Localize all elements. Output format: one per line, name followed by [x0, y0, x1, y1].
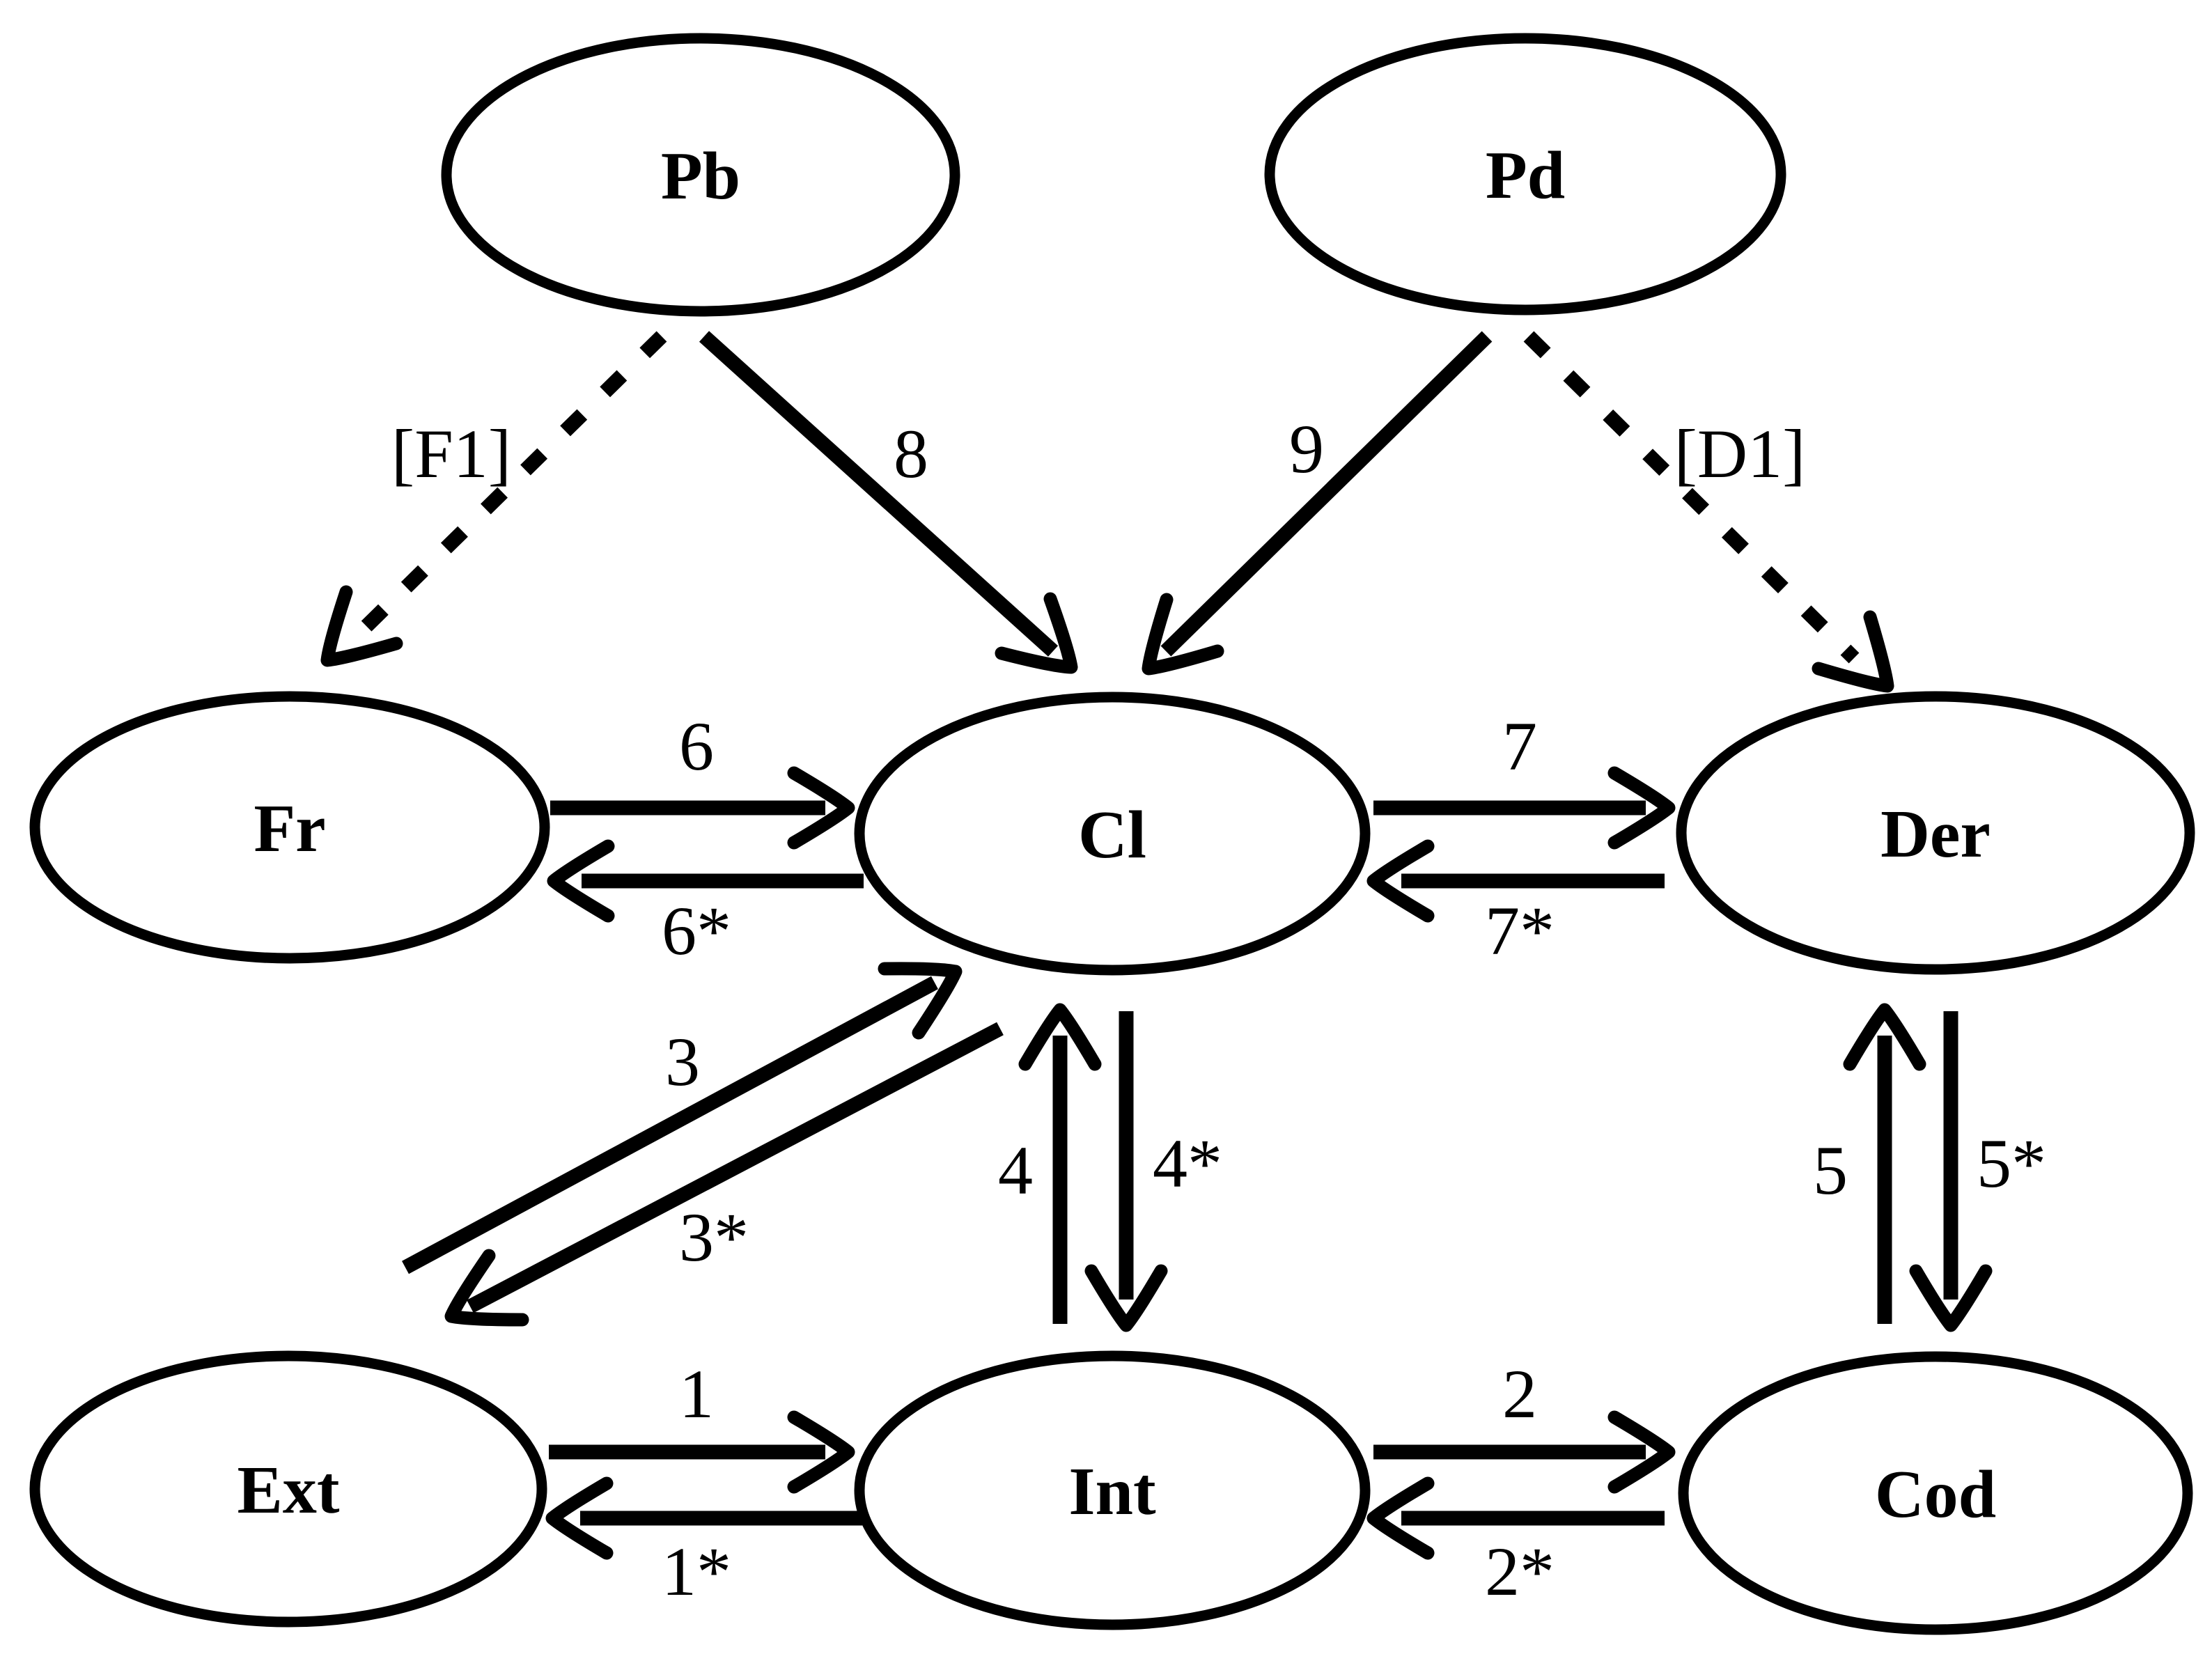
edge-label-2-star: 2* [1485, 1533, 1555, 1610]
edge-pd-der-line [1523, 331, 1860, 664]
node-pd: Pd [1264, 33, 1786, 315]
edge-label-d1: [D1] [1674, 415, 1806, 492]
edge-fr-cl-arrowhead-icon [787, 766, 855, 850]
node-ext-label: Ext [237, 1453, 340, 1528]
node-cl-ellipse [854, 692, 1371, 976]
node-cod-label: Cod [1875, 1457, 1996, 1532]
edge-pb-fr-line [352, 331, 667, 640]
edge-ext-cl-arrowhead-icon [878, 962, 963, 1040]
edge-cl-fr-arrowhead-icon [547, 839, 615, 923]
node-pd-ellipse [1264, 33, 1786, 315]
edge-label-1-star: 1* [662, 1533, 731, 1610]
node-pb-label: Pb [661, 139, 740, 214]
node-cod: Cod [1678, 1351, 2193, 1635]
node-ext: Ext [29, 1350, 547, 1628]
node-cod-ellipse [1678, 1351, 2193, 1635]
edge-der-cl: 7* [1366, 839, 1665, 969]
edge-ext-cl-line [402, 976, 938, 1274]
edge-ext-cl: 3 [402, 962, 963, 1274]
edge-cod-der-arrowhead-icon [1843, 1003, 1926, 1071]
node-pd-label: Pd [1486, 138, 1565, 213]
edge-pb-cl-arrowhead-icon [995, 592, 1078, 674]
edge-int-cl-arrowhead-icon [1018, 1003, 1102, 1071]
edge-ext-int-arrowhead-icon [787, 1410, 855, 1494]
edge-label-4-star: 4* [1153, 1125, 1222, 1202]
edge-pd-der-arrowhead-icon [1812, 610, 1894, 693]
edge-cl-fr: 6* [547, 839, 864, 969]
node-fr-ellipse [29, 691, 550, 964]
edge-label-6-star: 6* [662, 892, 731, 969]
node-pb: Pb [441, 33, 960, 317]
edge-cl-int: 4* [1084, 1011, 1222, 1332]
edge-pd-der: [D1] [1523, 331, 1894, 693]
edge-cl-ext: 3* [444, 1022, 1004, 1327]
node-int: Int [854, 1350, 1371, 1630]
edge-label-f1: [F1] [391, 415, 511, 492]
node-fr-label: Fr [254, 791, 325, 866]
edge-cl-ext-line [467, 1022, 1004, 1313]
edge-pd-cl: 9 [1142, 331, 1493, 676]
edge-der-cl-arrowhead-icon [1366, 839, 1435, 923]
edge-int-ext: 1* [545, 1476, 862, 1610]
edge-cl-der: 7 [1373, 708, 1676, 850]
edge-label-1: 1 [679, 1355, 714, 1433]
edge-int-cod-arrowhead-icon [1607, 1410, 1676, 1494]
edge-label-3-star: 3* [679, 1199, 749, 1276]
node-ext-ellipse [29, 1350, 547, 1628]
edge-label-2: 2 [1502, 1355, 1537, 1433]
edge-der-cod: 5* [1909, 1011, 2046, 1332]
edge-pd-cl-arrowhead-icon [1142, 593, 1224, 676]
edge-cl-int-arrowhead-icon [1084, 1264, 1168, 1332]
edge-pd-cl-line [1160, 331, 1493, 657]
edge-label-8: 8 [894, 415, 928, 492]
node-fr: Fr [29, 691, 550, 964]
node-int-label: Int [1068, 1454, 1156, 1529]
edge-label-7: 7 [1502, 708, 1537, 785]
node-der-ellipse [1676, 691, 2195, 975]
edge-pb-fr-arrowhead-icon [320, 585, 403, 667]
edge-label-5: 5 [1813, 1132, 1848, 1209]
edge-label-5-star: 5* [1977, 1125, 2046, 1202]
edge-pb-fr: [F1] [320, 331, 667, 667]
edge-cod-int-arrowhead-icon [1366, 1476, 1435, 1560]
edge-fr-cl: 6 [550, 708, 855, 850]
edge-cod-der: 5 [1813, 1003, 1926, 1324]
node-cl-label: Cl [1078, 797, 1146, 873]
node-pb-ellipse [441, 33, 960, 317]
edge-pb-cl-line [699, 331, 1059, 657]
node-der: Der [1676, 691, 2195, 975]
edge-int-cod: 2 [1373, 1355, 1676, 1494]
edge-label-4: 4 [998, 1132, 1033, 1209]
edge-der-cod-arrowhead-icon [1909, 1264, 1993, 1332]
edge-pb-cl: 8 [699, 331, 1078, 674]
edge-cod-int: 2* [1366, 1476, 1665, 1610]
node-der-label: Der [1880, 797, 1991, 872]
edge-ext-int: 1 [549, 1355, 855, 1494]
edge-label-3: 3 [665, 1023, 700, 1100]
edge-int-cl: 4 [998, 1003, 1102, 1324]
edge-int-ext-arrowhead-icon [545, 1476, 614, 1560]
edge-label-7-star: 7* [1485, 892, 1555, 969]
edge-cl-ext-arrowhead-icon [444, 1249, 529, 1327]
node-int-ellipse [854, 1350, 1371, 1630]
edge-label-9: 9 [1289, 410, 1324, 487]
edge-cl-der-arrowhead-icon [1607, 766, 1676, 850]
edge-label-6: 6 [679, 708, 714, 785]
node-cl: Cl [854, 692, 1371, 976]
